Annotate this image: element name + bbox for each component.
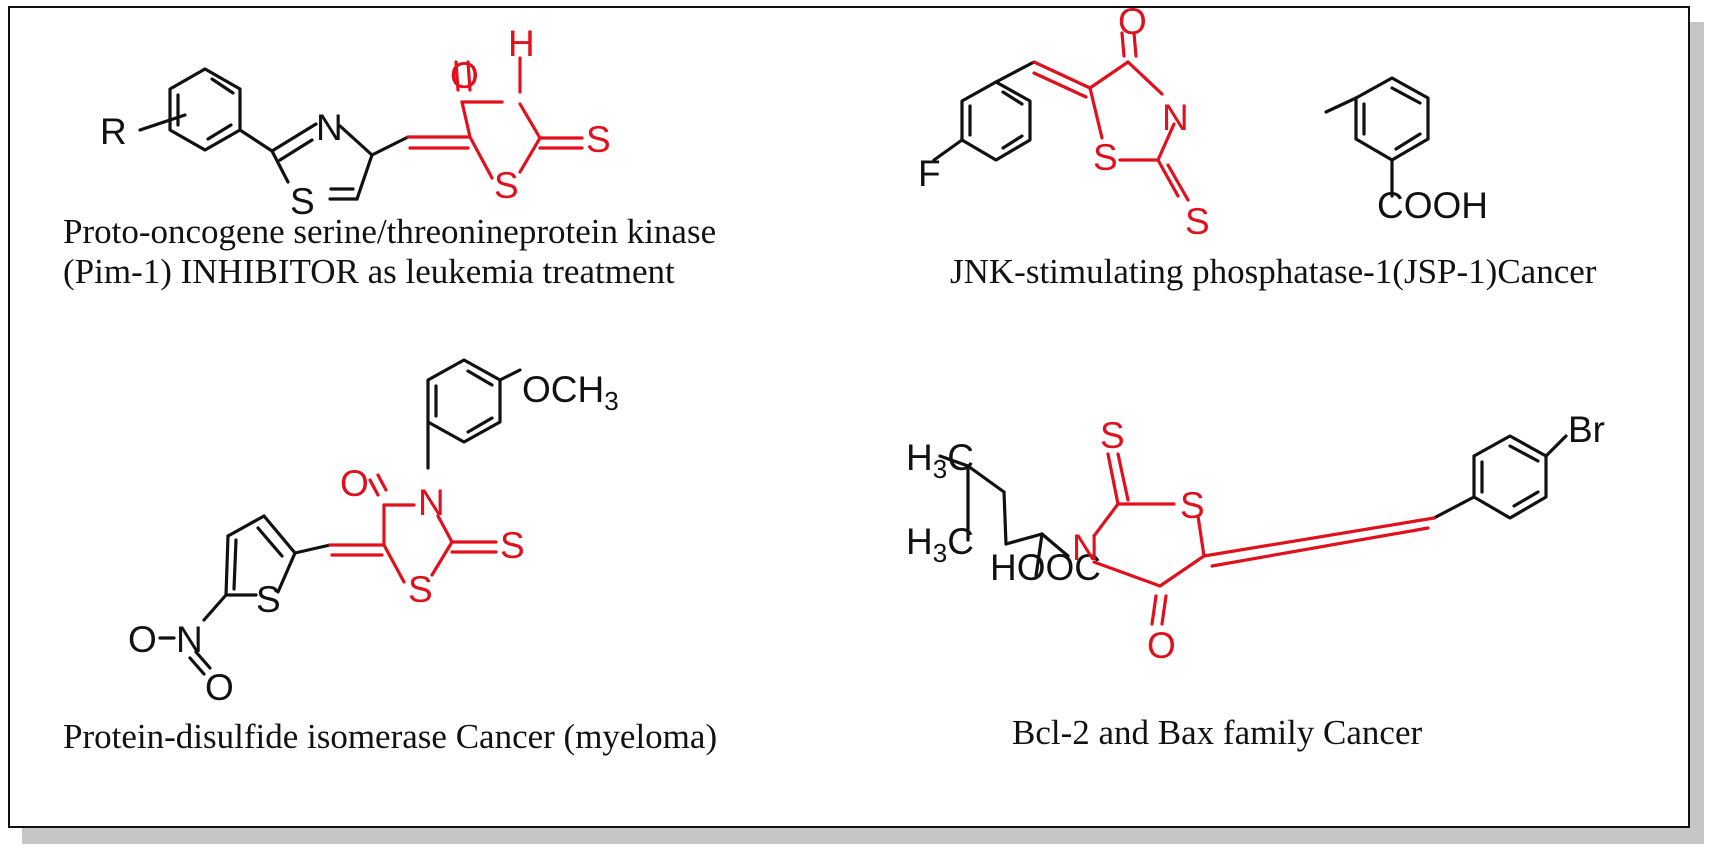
jsp1-caption: JNK-stimulating phosphatase-1(JSP-1)Canc… xyxy=(950,252,1597,291)
jsp1-atom-o: O xyxy=(1118,1,1147,42)
pim1-atom-h: H xyxy=(508,23,535,64)
pdi-atom-s-thione: S xyxy=(500,525,525,566)
jsp1-atom-cooh: COOH xyxy=(1377,185,1488,226)
pim1-rhodanine-bonds xyxy=(406,56,584,180)
bcl2-atom-s-ring: S xyxy=(1180,485,1205,526)
structure-pdi: OCH3 O N S S S O N O Protein-disulfide i… xyxy=(63,358,717,756)
pdi-atom-s-ring: S xyxy=(408,569,433,610)
bcl2-caption: Bcl-2 and Bax family Cancer xyxy=(1012,713,1422,752)
pdi-black-bonds xyxy=(158,358,522,676)
jsp1-atom-s-ring: S xyxy=(1093,137,1118,178)
figure-frame xyxy=(8,6,1690,828)
bcl2-atom-h3c-bottom: H3C xyxy=(906,521,974,568)
pim1-atom-r: R xyxy=(100,111,127,152)
pim1-atom-s-thione: S xyxy=(586,119,611,160)
jsp1-atom-s-thione: S xyxy=(1185,201,1210,242)
pim1-atom-s-ring: S xyxy=(494,165,519,206)
pim1-caption-line2: (Pim-1) INHIBITOR as leukemia treatment xyxy=(63,252,675,291)
bcl2-atom-s-thione: S xyxy=(1100,415,1125,456)
jsp1-rhodanine-bonds xyxy=(1032,31,1190,202)
bcl2-atom-hooc: HOOC xyxy=(990,547,1101,588)
jsp1-black-bonds xyxy=(932,60,1430,198)
structure-bcl2-bax: H3C H3C HOOC S S N O Br Bcl-2 and Bax fa… xyxy=(906,409,1605,752)
pdi-atom-nitro-n: N xyxy=(176,619,203,660)
pdi-atom-och3: OCH3 xyxy=(522,369,619,416)
bcl2-atom-br: Br xyxy=(1568,409,1605,450)
jsp1-atom-f: F xyxy=(918,153,941,194)
pdi-caption: Protein-disulfide isomerase Cancer (myel… xyxy=(63,717,717,756)
bcl2-atom-h3c-top: H3C xyxy=(906,437,974,484)
pdi-atom-s-thiophene: S xyxy=(256,579,281,620)
structure-pim1-inhibitor: R N S O H S S Proto-oncogene serine/thre… xyxy=(63,23,716,291)
pdi-atom-o: O xyxy=(340,463,369,504)
bcl2-rhodanine-bonds xyxy=(1092,452,1436,626)
pdi-rhodanine-bonds xyxy=(328,473,498,584)
pdi-atom-n: N xyxy=(418,482,445,523)
pim1-black-bonds xyxy=(138,67,410,201)
bcl2-atom-n: N xyxy=(1072,527,1099,568)
structure-jsp1: F O N S S COOH JNK-stimulating phosphata… xyxy=(918,1,1597,291)
pim1-atom-n: N xyxy=(316,107,343,148)
pim1-caption-line1: Proto-oncogene serine/threonineprotein k… xyxy=(63,212,716,251)
pdi-atom-nitro-o2: O xyxy=(205,667,234,708)
bcl2-black-bonds xyxy=(938,434,1568,578)
pdi-atom-nitro-o1: O xyxy=(128,619,157,660)
bcl2-atom-o: O xyxy=(1147,625,1176,666)
jsp1-atom-n: N xyxy=(1162,97,1189,138)
pim1-atom-o: O xyxy=(450,55,479,96)
pim1-atom-s-thiazole: S xyxy=(290,181,315,222)
